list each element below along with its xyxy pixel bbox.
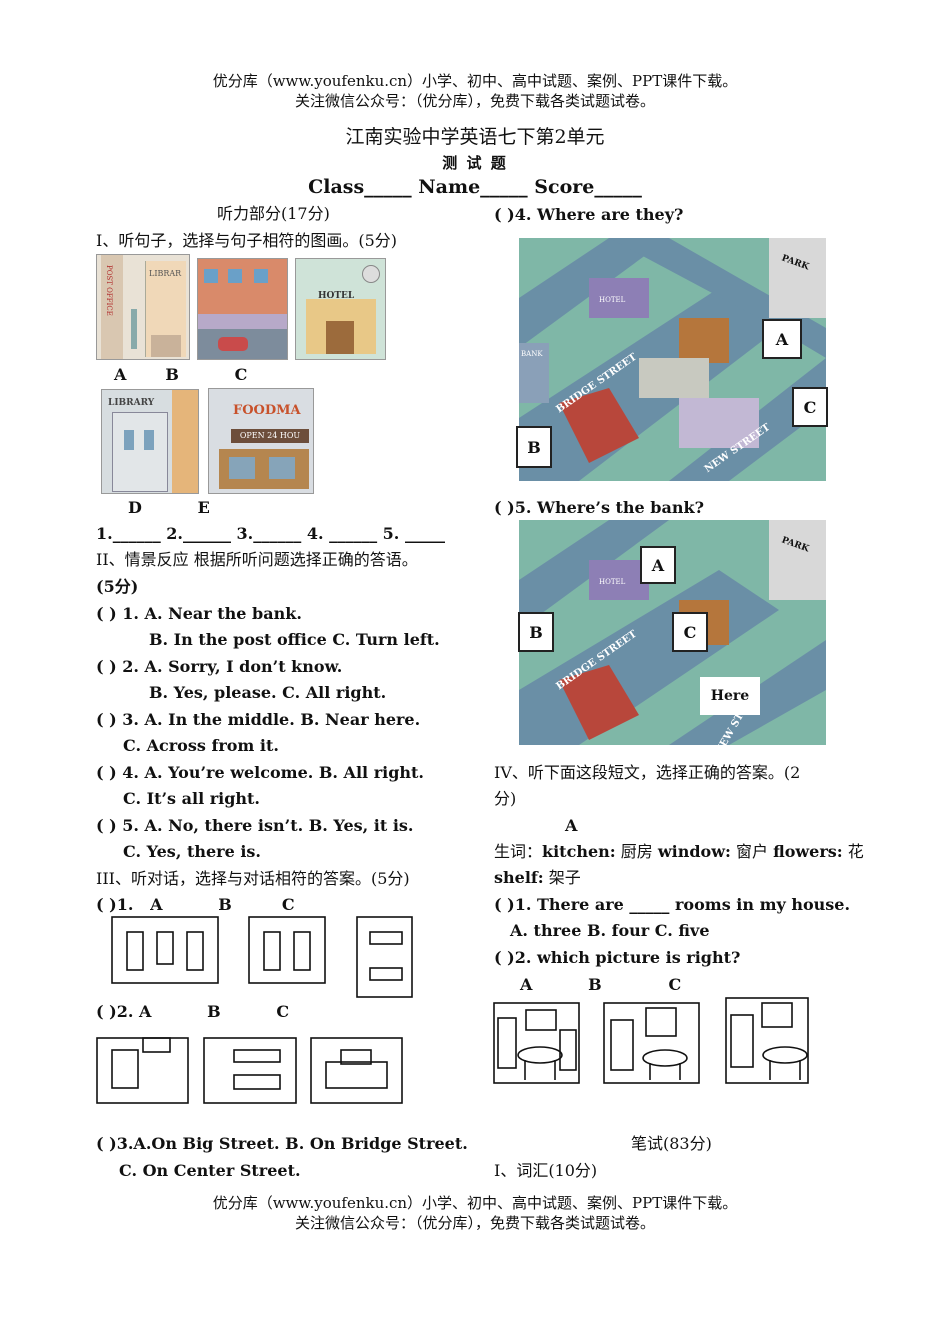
section-4-heading-cont: 分) — [494, 789, 517, 808]
passage-label: A — [565, 816, 578, 835]
listening-heading: 听力部分(17分) — [217, 204, 330, 223]
s2-q5-line2: C. Yes, there is. — [123, 842, 261, 861]
section-2-heading: II、情景反应 根据所听问题选择正确的答语。 — [96, 550, 418, 569]
s3-q3-line1: ( )3.A.On Big Street. B. On Bridge Stree… — [96, 1134, 468, 1153]
s4-q1: ( )1. There are _____ rooms in my house. — [494, 895, 851, 914]
map-2-label-c: C — [672, 612, 708, 652]
s2-q4-line2: C. It’s all right. — [123, 789, 260, 808]
section-1-heading: I、听句子，选择与句子相符的图画。(5分) — [96, 231, 397, 250]
plan-2b — [203, 1037, 297, 1104]
pictures-row2-labels: D E — [128, 498, 210, 517]
s2-q4-line1: ( ) 4. A. You’re welcome. B. All right. — [96, 763, 424, 782]
kitchen-picture-c — [725, 997, 809, 1084]
s4-q1-options: A. three B. four C. five — [510, 921, 710, 940]
header-line-2: 关注微信公众号：（优分库），免费下载各类试题试卷。 — [294, 92, 655, 110]
plan-1c-room-2 — [369, 967, 403, 981]
plan-1b-room-1 — [263, 931, 281, 971]
page-subtitle: 测 试 题 — [442, 154, 508, 172]
picture-d-library: LIBRARY — [101, 389, 199, 494]
plan-1b-room-2 — [293, 931, 311, 971]
plan-1a-room-2 — [156, 931, 174, 965]
s2-q2-line2: B. Yes, please. C. All right. — [149, 683, 387, 702]
map-1-label-a: A — [762, 319, 802, 359]
plan-1a-room-3 — [186, 931, 204, 971]
s4-q2: ( )2. which picture is right? — [494, 948, 741, 967]
plan-2a-room-1 — [111, 1049, 139, 1089]
map-2-label-here: Here — [700, 677, 760, 715]
section-3-heading: III、听对话，选择与对话相符的答案。(5分) — [96, 869, 410, 888]
pictures-row1-labels: A B C — [114, 365, 248, 384]
map-1-label-b: B — [516, 426, 552, 468]
student-fields: Class_____ Name_____ Score_____ — [308, 176, 642, 198]
vocab-line-2: shelf: 架子 — [494, 868, 581, 887]
plan-2b-room-2 — [233, 1074, 281, 1090]
page-title: 江南实验中学英语七下第2单元 — [345, 126, 605, 148]
plan-2c — [310, 1037, 403, 1104]
map-1-label-c: C — [792, 387, 828, 427]
plan-2c-room-1 — [325, 1061, 388, 1089]
s2-q1-line2: B. In the post office C. Turn left. — [149, 630, 440, 649]
kitchen-picture-a — [493, 1002, 580, 1084]
s2-q3-line2: C. Across from it. — [123, 736, 279, 755]
s2-q1-line1: ( ) 1. A. Near the bank. — [96, 604, 302, 623]
section-2-score: (5分) — [96, 577, 139, 596]
plan-1a-room-1 — [126, 931, 144, 971]
plan-2b-room-1 — [233, 1049, 281, 1063]
plan-1b — [248, 916, 326, 984]
map-2-label-b: B — [518, 612, 554, 652]
footer-line-1: 优分库（www.youfenku.cn）小学、初中、高中试题、案例、PPT课件下… — [212, 1194, 738, 1212]
plan-2c-room-2 — [340, 1049, 372, 1065]
section-1-blanks: 1.______ 2.______ 3.______ 4. ______ 5. … — [96, 524, 445, 543]
q4-where-are-they: ( )4. Where are they? — [494, 205, 684, 224]
kitchen-picture-b — [603, 1002, 700, 1084]
writing-section-1: I、词汇(10分) — [494, 1161, 598, 1180]
s2-q5-line1: ( ) 5. A. No, there isn’t. B. Yes, it is… — [96, 816, 414, 835]
s2-q3-line1: ( ) 3. A. In the middle. B. Near here. — [96, 710, 421, 729]
plan-1c-room-1 — [369, 931, 403, 945]
picture-a-post-office: POST OFFICE LIBRAR — [96, 254, 190, 360]
q5-where-bank: ( )5. Where’s the bank? — [494, 498, 704, 517]
footer-line-2: 关注微信公众号：（优分库），免费下载各类试题试卷。 — [294, 1214, 655, 1232]
vocab-line-1: 生词：kitchen: 厨房 window: 窗户 flowers: 花 — [494, 842, 864, 861]
plan-1a — [111, 916, 219, 984]
writing-heading: 笔试(83分) — [631, 1134, 712, 1153]
s3-q2: ( )2. A B C — [96, 1002, 290, 1021]
picture-c-hotel: HOTEL — [295, 258, 386, 360]
picture-b-street — [197, 258, 288, 360]
map-1: PARK HOTEL BANK BRIDGE STREET NEW STREET — [519, 238, 826, 481]
map-2-label-a: A — [640, 546, 676, 584]
header-line-1: 优分库（www.youfenku.cn）小学、初中、高中试题、案例、PPT课件下… — [212, 72, 738, 90]
s3-q3-line2: C. On Center Street. — [119, 1161, 301, 1180]
plan-2a-room-2 — [142, 1037, 171, 1053]
plan-1c — [356, 916, 413, 998]
section-4-heading: IV、听下面这段短文，选择正确的答案。(2 — [494, 763, 801, 782]
s2-q2-line1: ( ) 2. A. Sorry, I don’t know. — [96, 657, 343, 676]
picture-e-foodmart: FOODMA OPEN 24 HOU — [208, 388, 314, 494]
s4-q2-labels: A B C — [520, 975, 682, 994]
s3-q1: ( )1. A B C — [96, 895, 295, 914]
